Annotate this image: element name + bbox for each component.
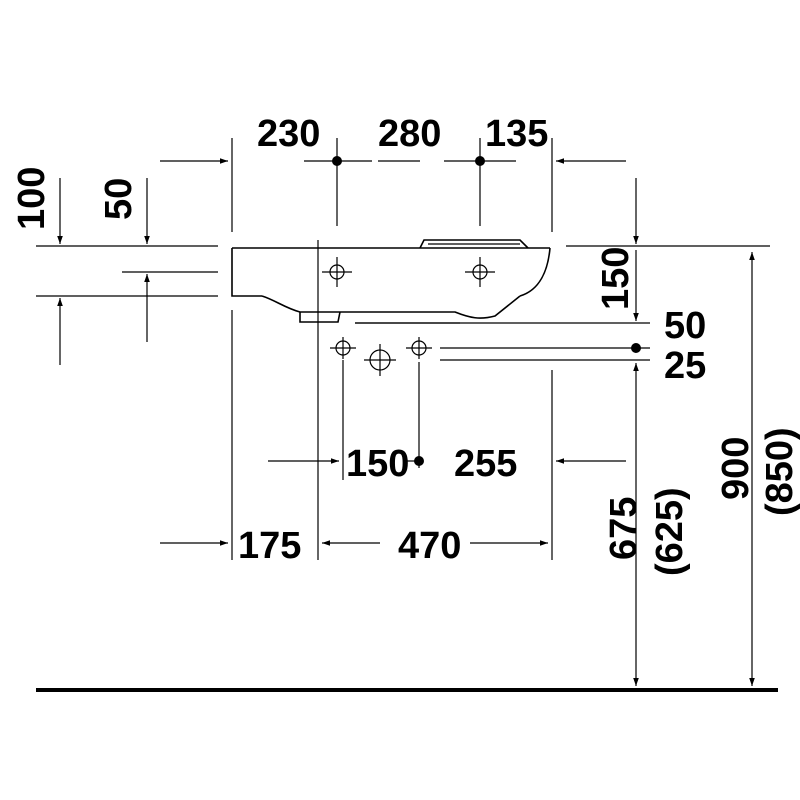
extension-lines [36, 138, 770, 560]
dim-mid-150: 150 [346, 443, 409, 485]
tap-center-dot [332, 156, 342, 166]
height-dimensions [633, 252, 755, 686]
drain-center-icon [364, 344, 396, 376]
dim-right-50: 50 [664, 305, 706, 347]
tap-center-dot [475, 156, 485, 166]
left-vertical-dims [57, 178, 150, 365]
middle-dimension-chain [268, 456, 626, 466]
dim-right-150: 150 [595, 247, 637, 310]
dim-height-675: 675 [603, 497, 645, 560]
dim-right-25: 25 [664, 345, 706, 387]
drain-left-icon [330, 337, 356, 359]
dim-top-135: 135 [485, 113, 548, 155]
top-dimension-chain [160, 156, 626, 166]
dim-mid-255: 255 [454, 443, 517, 485]
dim-top-280: 280 [378, 113, 441, 155]
dim-left-100: 100 [11, 167, 53, 230]
dim-height-900: 900 [715, 437, 757, 500]
drain-right-icon [406, 337, 432, 359]
dim-height-850: (850) [759, 427, 800, 516]
basin-outline [231, 239, 551, 324]
right-small-dims [631, 178, 641, 440]
dim-height-625: (625) [649, 487, 691, 576]
dim-left-50: 50 [98, 178, 140, 220]
dim-bottom-470: 470 [398, 525, 461, 567]
dim-top-230: 230 [257, 113, 320, 155]
tap-hole-left-icon [322, 257, 352, 287]
dim-bottom-175: 175 [238, 525, 301, 567]
tap-hole-right-icon [465, 257, 495, 287]
